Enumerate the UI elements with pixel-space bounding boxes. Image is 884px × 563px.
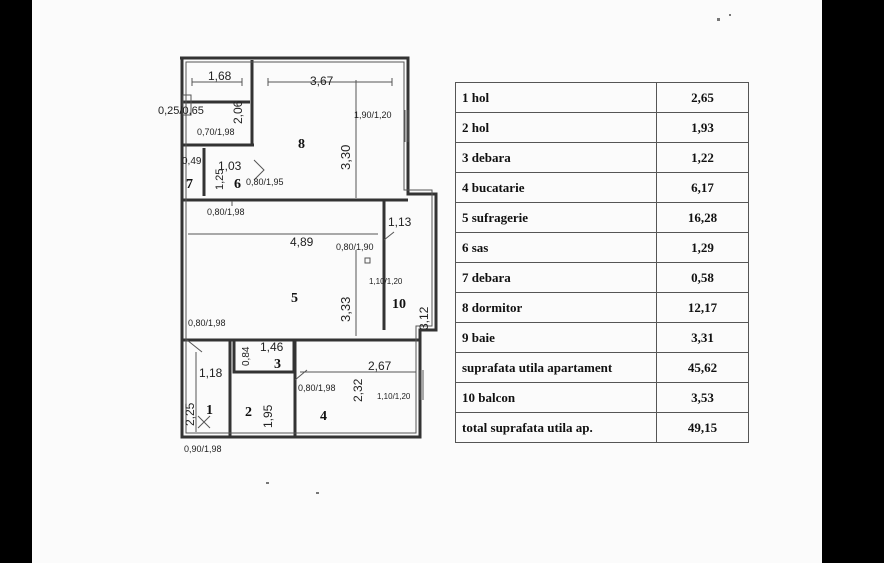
room-name: suprafata utila apartament [455, 352, 657, 383]
room-area: 1,22 [656, 142, 749, 173]
wc-symbol [182, 94, 192, 116]
room-area: 2,65 [656, 82, 749, 113]
room-number-1: 1 [206, 403, 213, 418]
room-name: 2 hol [455, 112, 657, 143]
dim-line-367 [267, 78, 393, 86]
room-name: 8 dormitor [455, 292, 657, 323]
room-area: 16,28 [656, 202, 749, 233]
dim-label: 1,18 [199, 366, 223, 380]
door-entrance [197, 415, 211, 429]
room-name: 6 sas [455, 232, 657, 263]
dim-line-168 [191, 78, 243, 86]
room-number-4: 4 [320, 409, 327, 424]
dim-label: 0,49 [182, 156, 202, 167]
dim-label: 0,80/1,98 [298, 383, 336, 393]
room-area: 3,53 [656, 382, 749, 413]
dim-label: 0,80/1,90 [336, 242, 374, 252]
window-bedroom [404, 110, 409, 142]
room-number-6: 6 [234, 177, 241, 192]
dim-label: 1,10/1,20 [369, 277, 403, 286]
room-number-8: 8 [298, 137, 305, 152]
dim-label: 3,30 [338, 145, 353, 170]
room-name: 5 sufragerie [455, 202, 657, 233]
room-name: total suprafata utila ap. [455, 412, 657, 443]
dim-label: 0,80/1,98 [207, 207, 245, 217]
dim-label: 0,70/1,98 [197, 127, 235, 137]
wall-storage [232, 340, 296, 374]
room-name: 3 debara [455, 142, 657, 173]
dim-label: 0,90/1,98 [184, 444, 222, 454]
room-name: 7 debara [455, 262, 657, 293]
room-area: 45,62 [656, 352, 749, 383]
room-number-3: 3 [274, 357, 281, 372]
dim-label: 1,25 [214, 169, 226, 190]
room-number-10: 10 [392, 297, 406, 312]
scan-speck [266, 482, 269, 484]
room-number-2: 2 [245, 405, 252, 420]
room-area: 49,15 [656, 412, 749, 443]
room-name: 9 baie [455, 322, 657, 353]
room-name: 10 balcon [455, 382, 657, 413]
dim-label: 1,68 [208, 69, 232, 83]
dim-label: 1,03 [218, 159, 242, 173]
floor-plan: 8 5 10 3 4 1 2 6 7 1,68 3,67 0,25/0,65 2… [158, 56, 438, 454]
dim-label: 0,84 [241, 346, 252, 366]
dim-label: 1,90/1,20 [354, 110, 392, 120]
scan-speck [729, 14, 731, 16]
room-area: 6,17 [656, 172, 749, 203]
document-sheet: 8 5 10 3 4 1 2 6 7 1,68 3,67 0,25/0,65 2… [32, 0, 822, 563]
room-name: 1 hol [455, 82, 657, 113]
room-area: 0,58 [656, 262, 749, 293]
window-kitchen [419, 370, 424, 400]
room-area: 12,17 [656, 292, 749, 323]
dim-label: 2,32 [351, 378, 365, 402]
room-number-5: 5 [291, 291, 298, 306]
dim-label: 2,06 [231, 100, 245, 124]
dim-label: 0,80/1,98 [188, 318, 226, 328]
scan-speck [316, 492, 319, 494]
dim-label: 3,67 [310, 74, 334, 88]
dim-label: 1,95 [261, 404, 275, 428]
dim-label: 3,33 [338, 297, 353, 322]
dim-label: 4,89 [290, 235, 314, 249]
dim-label: 2,25 [183, 402, 197, 426]
table-row: total suprafata utila ap.49,15 [455, 412, 749, 443]
room-area: 1,93 [656, 112, 749, 143]
room-name: 4 bucatarie [455, 172, 657, 203]
room-area: 1,29 [656, 232, 749, 263]
door-sas [253, 159, 265, 181]
dim-label: 0,25/0,65 [158, 105, 204, 117]
room-area: 3,31 [656, 322, 749, 353]
dim-label: 0,80/1,95 [246, 177, 284, 187]
room-number-7: 7 [186, 177, 193, 192]
dim-label: 1,46 [260, 340, 284, 354]
dim-label: 1,10/1,20 [377, 392, 411, 401]
door-balcony [383, 231, 395, 241]
dim-label: 1,13 [388, 215, 412, 229]
scan-speck [717, 18, 720, 21]
dim-label: 3,12 [417, 306, 431, 330]
dim-label: 2,67 [368, 359, 392, 373]
